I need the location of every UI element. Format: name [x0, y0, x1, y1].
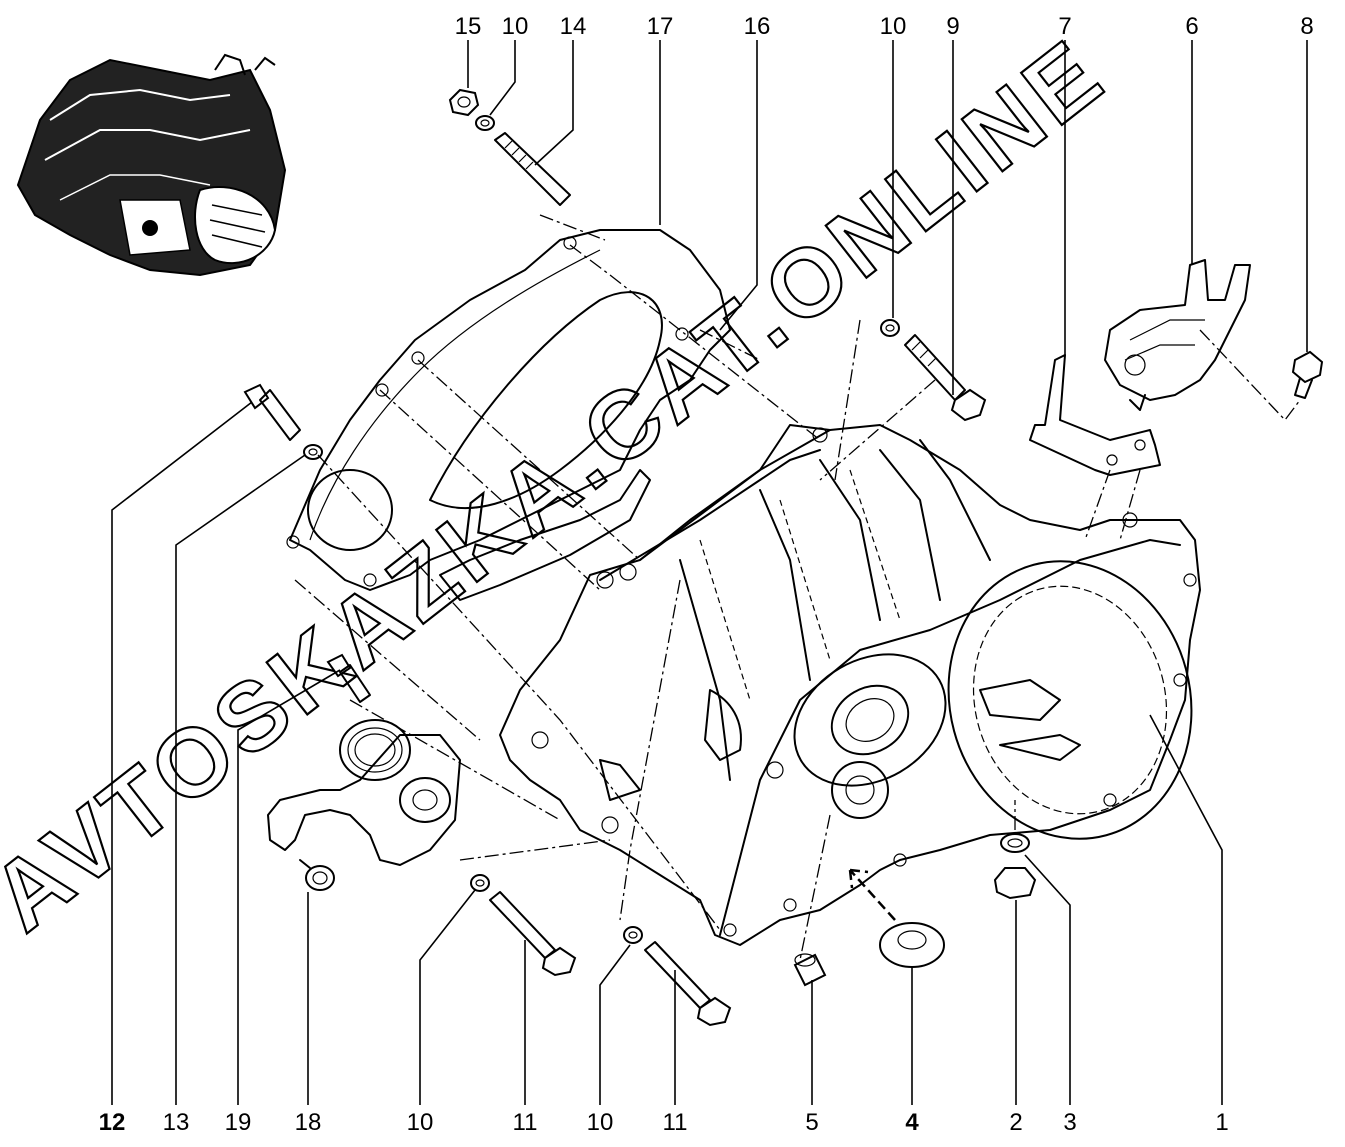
callout-12: 12	[99, 1109, 126, 1136]
fork-bracket-plate	[1029, 354, 1161, 476]
bolt-9	[904, 334, 987, 422]
bolt-11-right	[644, 941, 732, 1027]
callout-10-mid: 10	[880, 13, 907, 40]
callout-10-top: 10	[502, 13, 529, 40]
washer-10-top	[475, 115, 495, 131]
washer-13	[303, 444, 323, 460]
seal-direction-arrow	[848, 868, 896, 921]
release-bearing	[267, 719, 461, 891]
gearbox-thumbnail	[16, 53, 287, 277]
callout-11-left: 11	[513, 1109, 538, 1136]
assembly-lines	[294, 214, 1301, 961]
callout-19: 19	[225, 1109, 252, 1136]
callout-14: 14	[560, 13, 587, 40]
callout-7: 7	[1058, 13, 1071, 40]
callout-17: 17	[647, 13, 674, 40]
leader-lines	[111, 40, 1308, 1105]
dowel-bushing-5	[793, 953, 827, 987]
callout-10-lower-mid: 10	[587, 1109, 614, 1136]
callout-1: 1	[1215, 1109, 1228, 1136]
callout-10-lower-left: 10	[407, 1109, 434, 1136]
washer-10-lower-left	[470, 874, 490, 892]
washer-10-mid	[880, 319, 900, 337]
callout-4: 4	[905, 1109, 919, 1136]
bolt-11-left	[489, 891, 577, 977]
oil-seal-4	[879, 922, 945, 968]
clutch-housing	[499, 424, 1201, 946]
bolt-19	[326, 653, 371, 703]
callout-5: 5	[805, 1109, 818, 1136]
callout-13: 13	[163, 1109, 190, 1136]
callout-9: 9	[946, 13, 959, 40]
stud-14	[494, 132, 571, 206]
bolt-8	[1291, 350, 1324, 399]
washer-3	[1000, 833, 1030, 853]
callout-2: 2	[1009, 1109, 1022, 1136]
nut-15	[448, 88, 480, 117]
callout-18: 18	[295, 1109, 322, 1136]
release-fork	[1104, 259, 1251, 411]
drain-plug-2	[993, 867, 1037, 900]
callout-6: 6	[1185, 13, 1198, 40]
callout-8: 8	[1300, 13, 1313, 40]
callout-16: 16	[744, 13, 771, 40]
washer-10-lower-mid	[623, 926, 643, 944]
callout-3: 3	[1063, 1109, 1076, 1136]
bolt-12	[243, 383, 301, 441]
callout-11-right: 11	[663, 1109, 688, 1136]
callout-15: 15	[455, 13, 482, 40]
cover-plate-gasket	[286, 229, 731, 601]
